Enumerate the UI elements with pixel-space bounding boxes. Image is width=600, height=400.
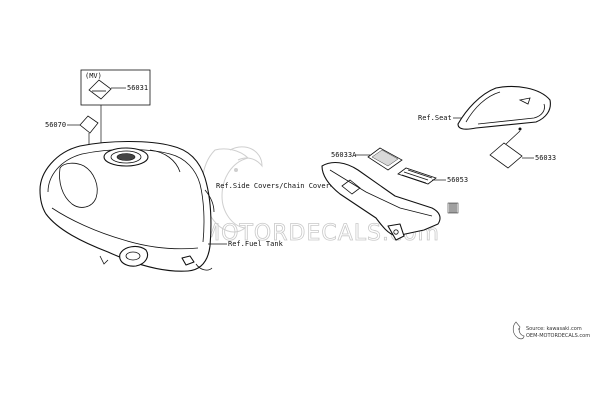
label-56053: 56053	[447, 176, 468, 184]
decal-56070	[79, 115, 99, 134]
label-56033: 56033	[535, 154, 556, 162]
seat-cowl-part	[457, 85, 551, 131]
source-logo-icon	[512, 321, 525, 340]
source-credit-line2: OEM-MOTORDECALS.com	[526, 333, 590, 339]
decal-56053	[397, 167, 437, 185]
label-ref-side-covers: Ref.Side Covers/Chain Cover	[216, 182, 330, 190]
label-56033a: 56033A	[331, 151, 357, 159]
chain-cover-part	[321, 161, 441, 241]
source-credit-line1: Source: kawasaki.com	[526, 326, 582, 332]
label-ref-seat: Ref.Seat	[418, 114, 452, 122]
label-mv: (MV)	[85, 72, 102, 80]
hatched-decal-small	[447, 202, 459, 214]
decal-56031	[88, 79, 112, 100]
mv-variant-box	[80, 69, 151, 106]
decal-56033	[489, 142, 523, 169]
label-56031: 56031	[127, 84, 148, 92]
label-ref-fuel-tank: Ref.Fuel Tank	[228, 240, 284, 248]
fuel-tank-part	[39, 140, 215, 272]
label-56070: 56070	[45, 121, 66, 129]
